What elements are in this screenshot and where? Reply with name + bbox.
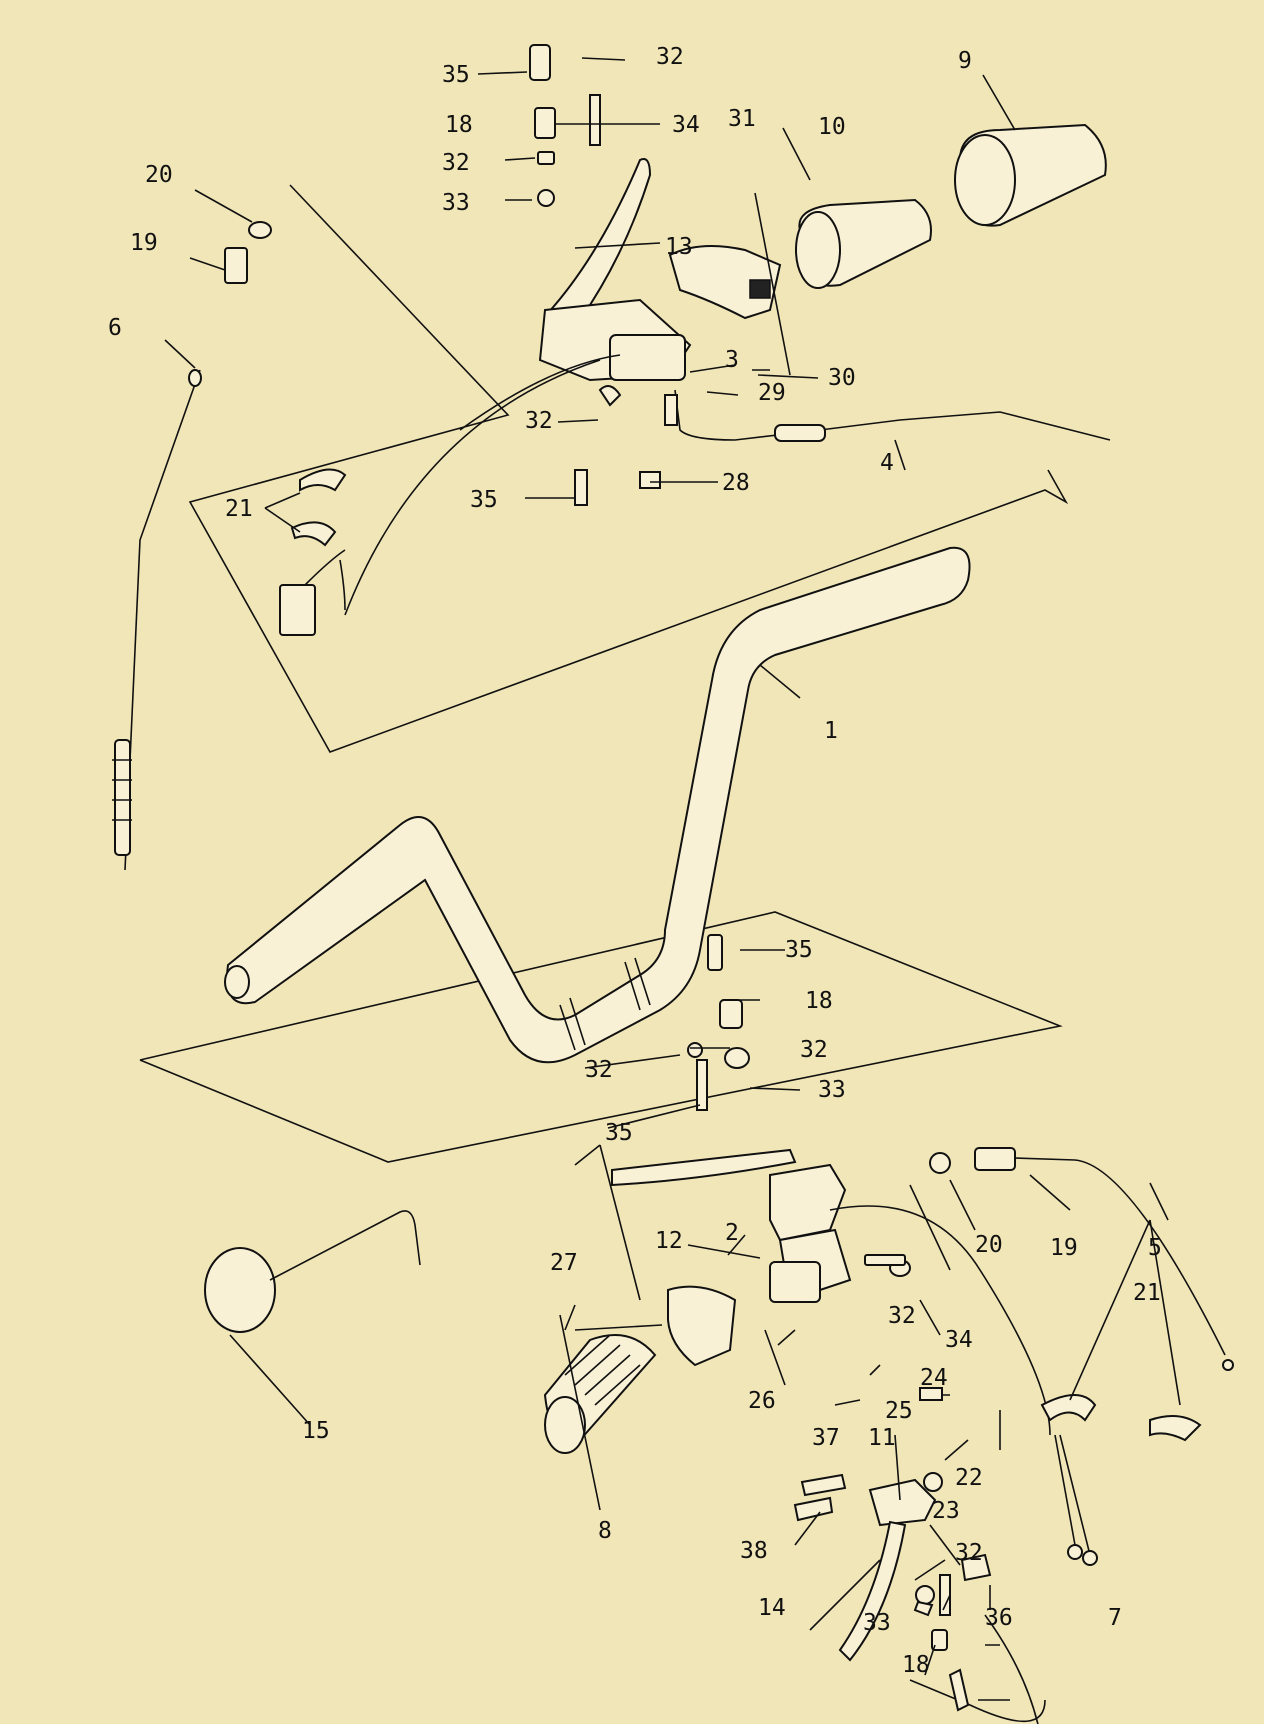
label-25: 25 [885,1398,913,1424]
label-27: 27 [550,1250,578,1276]
label-28: 28 [722,470,750,496]
label-21: 21 [225,496,253,522]
label-4: 4 [880,450,894,476]
label-10: 10 [818,114,846,140]
label-32: 32 [656,44,684,70]
label-8: 8 [598,1518,612,1544]
leader-lines [164,57,1181,1701]
label-9: 9 [958,48,972,74]
label-30: 30 [828,365,856,391]
label-18: 18 [902,1652,930,1678]
label-38: 38 [740,1538,768,1564]
label-32: 32 [955,1540,983,1566]
label-3: 3 [725,347,739,373]
clutch-lever-assembly [793,1472,970,1712]
label-26: 26 [748,1388,776,1414]
upper-frame [188,184,1069,753]
left-cable [112,221,272,871]
label-23: 23 [932,1498,960,1524]
label-13: 13 [665,234,693,260]
label-34: 34 [672,112,700,138]
part-labels: 35 32 18 34 31 10 9 20 32 33 19 13 6 3 3… [108,44,1162,1678]
label-20: 20 [975,1232,1003,1258]
label-18: 18 [445,112,473,138]
label-33: 33 [442,190,470,216]
label-29: 29 [758,380,786,406]
label-6: 6 [108,315,122,341]
label-12: 12 [655,1228,683,1254]
label-33: 33 [863,1610,891,1636]
label-32: 32 [888,1303,916,1329]
label-20: 20 [145,162,173,188]
label-5: 5 [1148,1235,1162,1261]
rubber-grip [954,123,1107,227]
label-32: 32 [800,1037,828,1063]
label-35: 35 [470,487,498,513]
small-parts-lower [564,1304,950,1401]
label-35: 35 [605,1120,633,1146]
label-33: 33 [818,1077,846,1103]
mirror [204,1210,421,1333]
label-19: 19 [130,230,158,256]
label-24: 24 [920,1365,948,1391]
label-15: 15 [302,1418,330,1444]
lower-lever-assembly [611,934,1234,1436]
lower-wiring [909,1394,1202,1724]
label-34: 34 [945,1327,973,1353]
label-36: 36 [985,1605,1013,1631]
label-19: 19 [1050,1235,1078,1261]
upper-wiring [279,468,347,636]
label-2: 2 [725,1220,739,1246]
label-11: 11 [868,1425,896,1451]
label-14: 14 [758,1595,786,1621]
label-1: 1 [824,718,838,744]
label-32: 32 [442,150,470,176]
left-grip [543,1334,657,1454]
label-32: 32 [525,408,553,434]
label-22: 22 [955,1465,983,1491]
label-7: 7 [1108,1605,1122,1631]
label-37: 37 [812,1425,840,1451]
upper-lever-assembly [344,44,1111,616]
label-31: 31 [728,106,756,132]
lower-frame [139,911,1063,1163]
label-21: 21 [1133,1280,1161,1306]
label-35: 35 [442,62,470,88]
throttle-grip [795,198,932,289]
label-32: 32 [585,1057,613,1083]
label-35: 35 [785,937,813,963]
label-18: 18 [805,988,833,1014]
handlebar [224,546,971,1064]
